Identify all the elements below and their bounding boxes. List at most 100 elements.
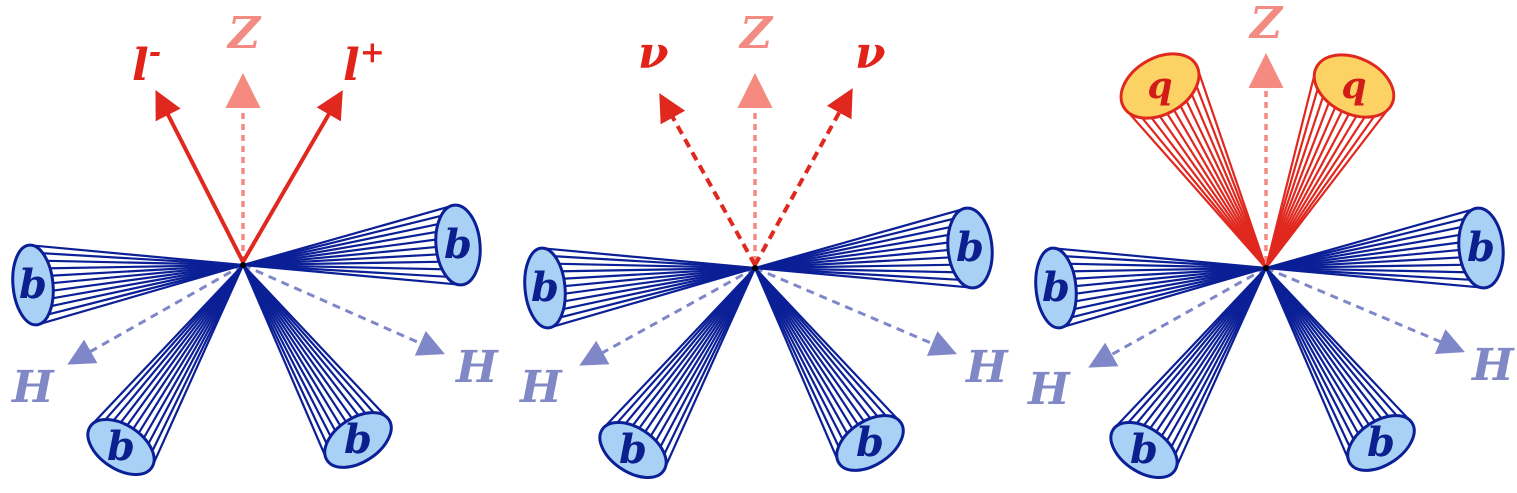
jet-track xyxy=(1265,207,1478,270)
jet-track xyxy=(1164,267,1267,458)
jet-track xyxy=(1265,267,1384,434)
vertex xyxy=(240,262,246,268)
jet-track xyxy=(662,267,757,472)
b-jet-lower-left: b xyxy=(1109,267,1268,480)
jet-track xyxy=(1159,267,1267,453)
jet-track xyxy=(242,263,457,279)
jet-track xyxy=(1264,67,1318,269)
jet-track xyxy=(551,266,756,289)
jet-track xyxy=(1265,267,1366,446)
higgs-arrow-right xyxy=(1265,266,1465,355)
jet-track xyxy=(242,264,361,431)
jet-cap xyxy=(1457,206,1505,290)
jet-track xyxy=(1265,263,1476,270)
jet-track xyxy=(242,264,355,435)
jet-track xyxy=(1265,267,1391,430)
z-label: Z xyxy=(1248,0,1284,49)
jet-track xyxy=(242,212,451,267)
b-jet-lower-right: b xyxy=(753,267,905,472)
jet-track xyxy=(754,267,880,430)
jet-track xyxy=(105,264,244,431)
jet-cap xyxy=(946,206,994,290)
jet-track xyxy=(601,267,756,431)
higgs-label-right: H xyxy=(1470,340,1515,391)
higgs-arrow-left xyxy=(579,266,756,366)
jet-track xyxy=(40,263,244,294)
z-label: Z xyxy=(226,8,262,59)
jet-track xyxy=(39,263,244,286)
higgs-label-right: H xyxy=(454,342,499,393)
b-label: b xyxy=(344,416,372,463)
jet-track xyxy=(1265,103,1393,269)
jet-track xyxy=(242,264,390,421)
b-jet-upper-right: b xyxy=(754,206,994,290)
jet-track xyxy=(1265,267,1405,424)
b-jet-left: b xyxy=(523,246,756,330)
jet-track xyxy=(242,204,455,267)
lepton-minus-label: l- xyxy=(132,35,161,91)
jet-track xyxy=(1060,266,1267,273)
jet-track xyxy=(36,263,244,326)
jet-cap xyxy=(1034,246,1078,330)
jet-cap xyxy=(11,243,55,327)
jet-track xyxy=(754,267,894,424)
jet-track xyxy=(1265,267,1398,427)
jet-track xyxy=(242,244,451,267)
jet-track xyxy=(1264,86,1336,269)
jet-track xyxy=(548,262,756,270)
q-label: q xyxy=(1147,65,1172,107)
jet-track xyxy=(548,266,756,329)
higgs-arrow-left xyxy=(67,263,244,365)
jet-track xyxy=(1052,247,1267,270)
b-label: b xyxy=(444,221,472,268)
jet-track xyxy=(754,247,963,270)
jet-track xyxy=(1059,262,1267,270)
jet-track xyxy=(40,263,244,310)
lepton-plus-arrow xyxy=(241,90,343,264)
jet-cap xyxy=(1109,420,1179,480)
b-label: b xyxy=(1467,224,1495,271)
jet-cap xyxy=(523,246,567,330)
jet-track xyxy=(623,267,756,437)
vertex xyxy=(1263,265,1269,271)
jet-track xyxy=(1265,266,1478,274)
jet-track xyxy=(150,264,245,469)
b-label: b xyxy=(956,224,984,271)
b-label: b xyxy=(1042,264,1070,311)
jet-track xyxy=(1265,255,1475,270)
jet-track xyxy=(37,263,244,270)
jet-track xyxy=(242,260,453,267)
lepton-plus-label: l+ xyxy=(343,35,385,91)
b-label: b xyxy=(619,426,647,473)
jet-track xyxy=(242,263,462,286)
jet-track xyxy=(1062,266,1267,321)
jet-track xyxy=(1265,94,1351,269)
jet-track xyxy=(1147,267,1267,445)
quark-jet-right: q xyxy=(1264,53,1396,269)
jet-track xyxy=(630,267,756,441)
higgs-label-left: H xyxy=(1026,364,1071,415)
jet-track xyxy=(242,220,450,267)
jet-track xyxy=(242,264,382,421)
higgs-arrow-right xyxy=(242,263,445,356)
jet-track xyxy=(659,267,756,464)
jet-track xyxy=(1141,104,1267,269)
jet-track xyxy=(1062,266,1267,281)
jet-cap xyxy=(1119,52,1201,120)
jet-track xyxy=(242,264,338,448)
q-label: q xyxy=(1341,65,1366,107)
jet-track xyxy=(1265,103,1375,269)
b-jet-left: b xyxy=(11,243,244,327)
jet-track xyxy=(754,267,902,424)
lepton-minus-arrow xyxy=(155,90,245,263)
neutrino-label-right: ν xyxy=(855,28,886,79)
jet-track xyxy=(754,255,964,270)
jet-track xyxy=(1264,267,1352,464)
b-jet-lower-left: b xyxy=(86,264,245,477)
